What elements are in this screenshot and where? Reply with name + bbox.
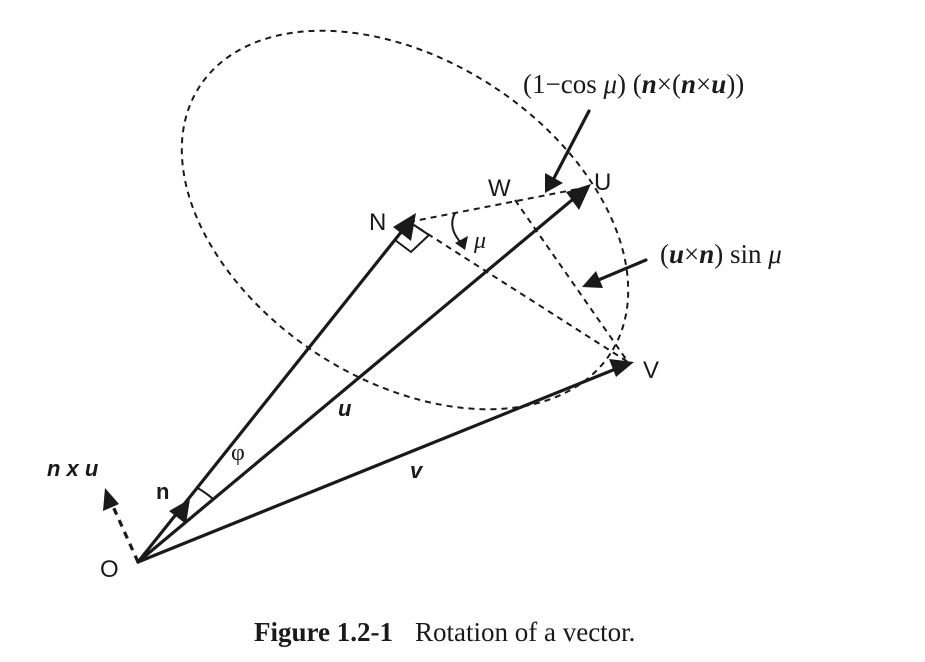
right-angle-marker	[394, 224, 431, 254]
label-v: V	[643, 357, 659, 384]
label-vector-nxu: n x u	[47, 456, 99, 481]
unit-n-head	[169, 499, 190, 524]
pointer-side-line	[594, 258, 648, 283]
caption-text: Rotation of a vector.	[415, 617, 635, 647]
formula-side: (u×n) sin μ	[660, 239, 782, 269]
label-phi: φ	[231, 440, 245, 466]
label-o: O	[100, 556, 119, 583]
formula-top: (1−cos μ) (n×(n×u))	[523, 69, 744, 99]
dashed-n-to-u	[408, 186, 589, 223]
pointer-top-head	[545, 173, 563, 193]
vector-nxu-head	[103, 488, 119, 511]
vector-v-head	[609, 359, 634, 377]
label-mu: μ	[473, 228, 486, 254]
phi-arc	[195, 486, 215, 501]
label-vector-v: v	[410, 458, 424, 483]
pointer-top-line	[551, 109, 591, 182]
label-vector-n: n	[156, 479, 169, 504]
mu-arc	[451, 212, 463, 245]
vector-nxu-line	[109, 501, 140, 563]
label-w: W	[488, 175, 511, 202]
mu-arc-head	[455, 236, 468, 250]
vector-v-line	[136, 366, 620, 564]
dashed-w-to-v	[514, 199, 629, 363]
vector-u-line	[136, 193, 580, 564]
pointer-side-head	[582, 271, 603, 288]
label-u: U	[594, 169, 611, 196]
vector-on-head	[393, 213, 416, 241]
label-vector-u: u	[338, 396, 352, 421]
label-n: N	[369, 209, 386, 236]
caption-number: Figure 1.2-1	[254, 617, 393, 647]
figure-caption: Figure 1.2-1 Rotation of a vector.	[254, 617, 635, 647]
